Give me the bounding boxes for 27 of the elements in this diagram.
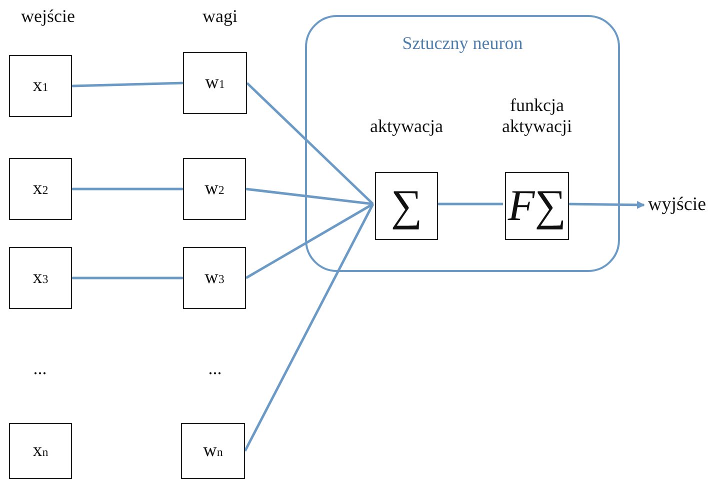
input-box <box>181 423 245 479</box>
connector-line <box>72 82 184 88</box>
input-box <box>9 55 72 117</box>
input-box <box>183 247 246 309</box>
input-box <box>9 423 72 479</box>
sum-symbol: ∑ <box>390 184 422 228</box>
connector-line <box>244 203 374 452</box>
connector-line <box>246 188 374 206</box>
input-box <box>9 247 72 309</box>
output-label: wyjście <box>648 194 706 216</box>
connector-line <box>246 82 374 205</box>
connector-line <box>72 276 183 280</box>
box-heading: funkcja aktywacji <box>501 95 573 137</box>
connector-line <box>245 202 374 280</box>
input-box <box>183 52 247 114</box>
input-box <box>9 158 72 220</box>
column-heading: wejście <box>20 6 76 27</box>
connector-line <box>436 202 503 206</box>
input-box <box>183 158 246 220</box>
column-heading: wagi <box>202 6 238 27</box>
box-heading: aktywacja <box>369 116 444 137</box>
connector-line <box>72 188 183 190</box>
ellipsis: ... <box>207 358 223 379</box>
ellipsis: ... <box>32 358 48 379</box>
neuron-container <box>305 15 620 272</box>
group-title: Sztuczny neuron <box>401 33 524 54</box>
sum-symbol: F∑ <box>508 184 566 228</box>
